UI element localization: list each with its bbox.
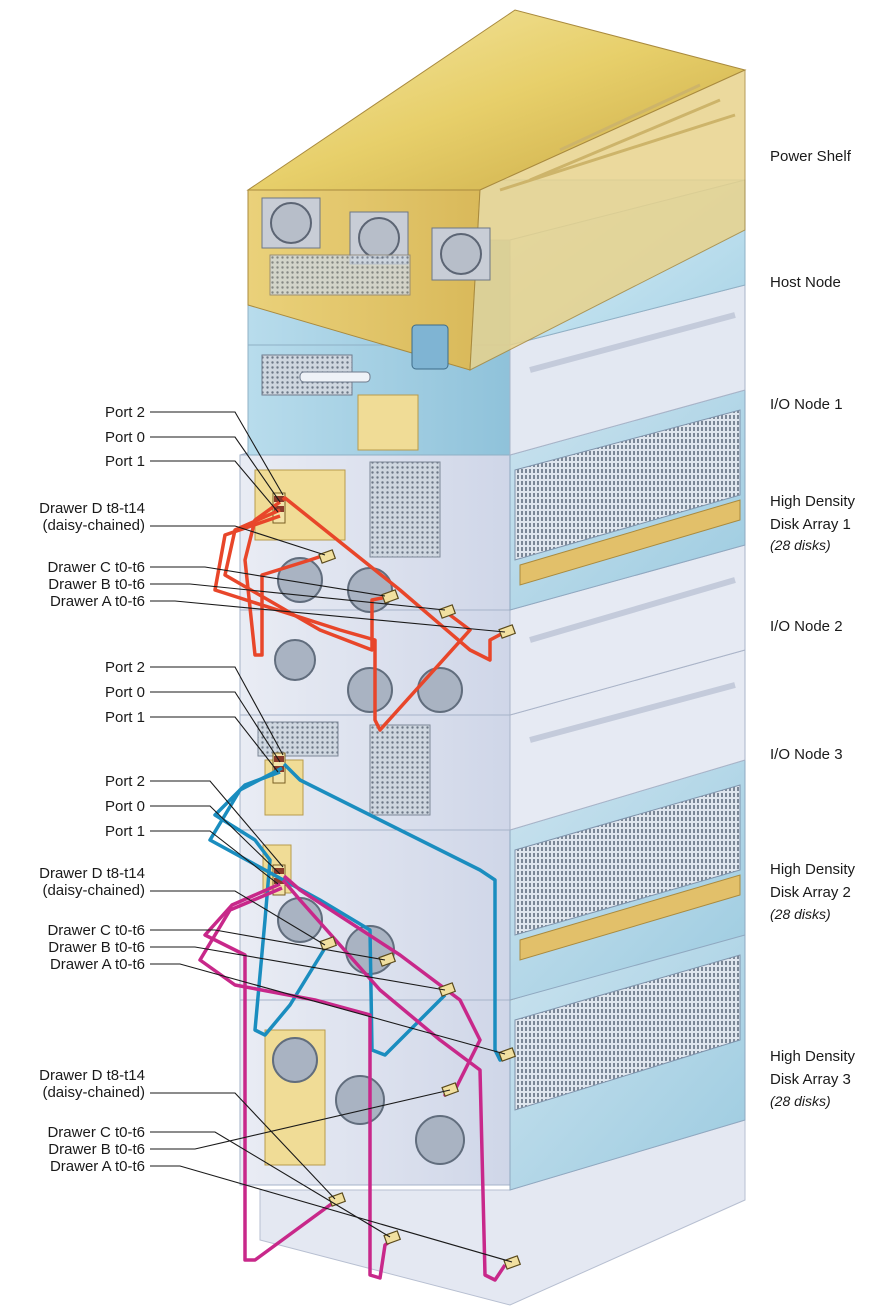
label-g3-port2: Port 2 [105,772,145,791]
label-g3-daisy: (daisy-chained) [42,881,145,900]
label-hdda1-sub: (28 disks) [770,536,831,555]
label-hdda1-line2: Disk Array 1 [770,515,851,534]
label-hdda3-line1: High Density [770,1047,855,1066]
label-g3-port1: Port 1 [105,822,145,841]
label-g4-drawer-a: Drawer A t0-t6 [50,1157,145,1176]
label-g4-daisy: (daisy-chained) [42,1083,145,1102]
label-hdda3-line2: Disk Array 3 [770,1070,851,1089]
label-g1-drawer-a: Drawer A t0-t6 [50,592,145,611]
label-g1-port0: Port 0 [105,428,145,447]
label-g2-port1: Port 1 [105,708,145,727]
label-g3-port0: Port 0 [105,797,145,816]
label-io-node-2: I/O Node 2 [770,617,843,636]
label-hdda3-sub: (28 disks) [770,1092,831,1111]
label-g1-daisy: (daisy-chained) [42,516,145,535]
label-hdda2-sub: (28 disks) [770,905,831,924]
label-g1-port2: Port 2 [105,403,145,422]
label-io-node-3: I/O Node 3 [770,745,843,764]
label-hdda2-line1: High Density [770,860,855,879]
label-hdda2-line2: Disk Array 2 [770,883,851,902]
label-host-node: Host Node [770,273,841,292]
label-g2-port2: Port 2 [105,658,145,677]
label-g1-port1: Port 1 [105,452,145,471]
label-g3-drawer-a: Drawer A t0-t6 [50,955,145,974]
label-io-node-1: I/O Node 1 [770,395,843,414]
label-power-shelf: Power Shelf [770,147,851,166]
label-g2-port0: Port 0 [105,683,145,702]
label-hdda1-line1: High Density [770,492,855,511]
